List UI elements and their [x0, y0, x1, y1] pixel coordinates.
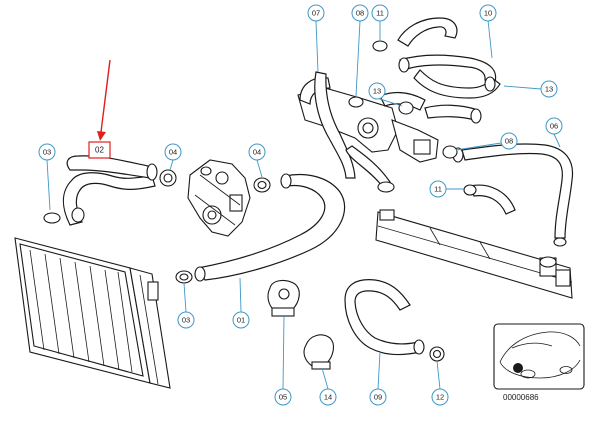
hose-clamp-03-lower — [175, 270, 193, 284]
hose-clamp-08-upper — [348, 96, 364, 108]
callout-04-right: 04 — [248, 143, 266, 161]
car-locator-inset — [493, 323, 585, 390]
callout-03-lower-text: 03 — [182, 316, 190, 325]
hose-02 — [62, 155, 158, 226]
callout-06: 06 — [545, 117, 563, 135]
highlight-label-text: 02 — [95, 146, 104, 155]
callout-04-left-text: 04 — [169, 148, 177, 157]
clip-14 — [303, 334, 335, 370]
highlight-label-02: 02 — [88, 141, 111, 159]
callout-13-left: 13 — [368, 82, 386, 100]
hose-clamp-04-left — [159, 169, 177, 187]
hose-11-right — [463, 184, 516, 215]
callout-03-lower: 03 — [177, 311, 195, 329]
callout-08-right-text: 08 — [505, 137, 513, 146]
water-pump — [187, 159, 251, 237]
callout-11-top-text: 11 — [376, 9, 384, 18]
callout-08-top: 08 — [351, 4, 369, 22]
callout-03-left: 03 — [38, 143, 56, 161]
hose-10 — [397, 17, 501, 99]
hose-clamp-04-right — [253, 177, 271, 193]
callout-05: 05 — [274, 388, 292, 406]
hose-01 — [194, 173, 346, 282]
callout-14-text: 14 — [324, 393, 332, 402]
callout-04-right-text: 04 — [253, 148, 261, 157]
crossmember — [375, 209, 573, 299]
callout-07-text: 07 — [312, 9, 320, 18]
callout-13-right-text: 13 — [545, 85, 553, 94]
hose-07 — [314, 71, 395, 193]
callout-10-text: 10 — [484, 9, 492, 18]
hose-09 — [344, 279, 425, 356]
clip-05 — [267, 279, 300, 317]
callout-13-right: 13 — [540, 80, 558, 98]
callout-04-left: 04 — [164, 143, 182, 161]
callout-07: 07 — [307, 4, 325, 22]
hose-clamp-12 — [429, 346, 445, 362]
hose-13 — [379, 91, 482, 124]
callout-03-left-text: 03 — [43, 148, 51, 157]
callout-11-right: 11 — [429, 180, 447, 198]
callout-13-left-text: 13 — [373, 87, 381, 96]
leader-lines — [46, 19, 561, 390]
callout-08-top-text: 08 — [356, 9, 364, 18]
hose-clamp-left — [43, 207, 85, 224]
hose-clamp-11-upper — [372, 40, 388, 52]
callout-05-text: 05 — [279, 393, 287, 402]
callout-10: 10 — [479, 4, 497, 22]
radiator — [14, 237, 171, 389]
hose-clamp-08-right — [442, 145, 458, 159]
callout-11-right-text: 11 — [434, 185, 442, 194]
callout-11-top: 11 — [371, 4, 389, 22]
reference-number: 00000686 — [503, 393, 539, 402]
callout-12-text: 12 — [436, 393, 444, 402]
hose-06 — [452, 143, 574, 247]
callout-09-text: 09 — [374, 393, 382, 402]
callout-06-text: 06 — [550, 122, 558, 131]
callout-09: 09 — [369, 388, 387, 406]
callout-01: 01 — [232, 311, 250, 329]
callout-12: 12 — [431, 388, 449, 406]
callout-08-right: 08 — [500, 132, 518, 150]
callout-14: 14 — [319, 388, 337, 406]
callout-01-text: 01 — [237, 316, 245, 325]
highlight-arrow — [97, 59, 111, 141]
